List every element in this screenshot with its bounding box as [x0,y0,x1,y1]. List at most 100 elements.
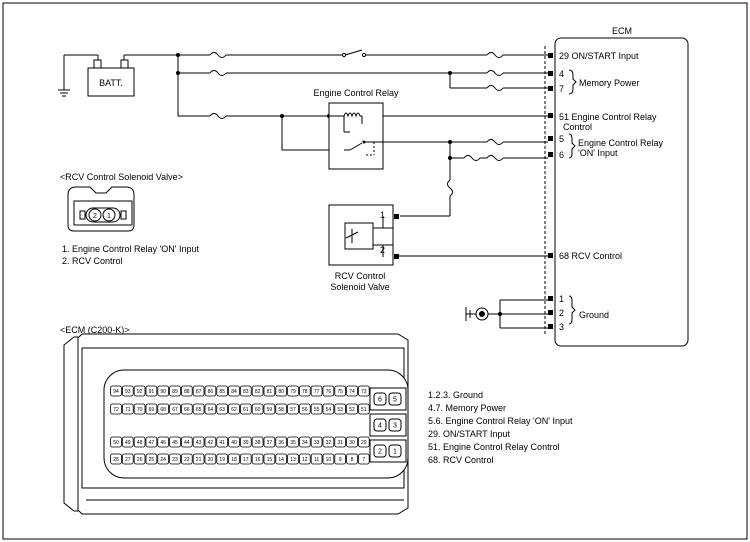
svg-text:51: 51 [361,407,367,413]
ecm-pin-33: 33 [310,436,323,448]
svg-text:55: 55 [314,407,320,413]
ecm-pin-1: 1 [559,294,564,304]
ecm-pin-39: 39 [239,436,252,448]
svg-text:33: 33 [314,440,320,446]
svg-text:76: 76 [326,389,332,395]
ecm-pin-87: 87 [192,385,205,397]
ecm-pin-25: 25 [145,453,158,465]
ecm-pin-83: 83 [239,385,252,397]
svg-text:64: 64 [208,407,214,413]
ecm-pin-65: 65 [192,403,205,415]
ecm-pin-16: 16 [251,453,264,465]
ecm-pin-38: 38 [251,436,264,448]
ecm-pin-69: 69 [145,403,158,415]
ecm-legend-3: 5.6. Engine Control Relay 'ON' Input [428,416,573,426]
ecm-side-pin-1: 1 [388,444,402,458]
ecm-pin-58: 58 [275,403,287,415]
ecm-pin-74: 74 [346,385,358,397]
svg-text:37: 37 [267,440,273,446]
ecm-pin-29: 29 [357,436,370,448]
ecm-pin-85: 85 [216,385,229,397]
svg-text:1: 1 [393,449,397,456]
relay-on-brace [568,133,576,159]
svg-text:89: 89 [172,389,178,395]
ecm-pin-77: 77 [310,385,323,397]
svg-text:87: 87 [196,389,202,395]
svg-text:18: 18 [231,457,237,463]
svg-text:2: 2 [378,449,382,456]
ecm-pin-78: 78 [298,385,311,397]
ecm-pin-41: 41 [216,436,229,448]
ecm-pin-67: 67 [169,403,181,415]
svg-text:56: 56 [302,407,308,413]
svg-text:63: 63 [219,407,225,413]
ecm-pin-13: 13 [287,453,299,465]
svg-text:32: 32 [326,440,332,446]
rcv-label-1: RCV Control [335,271,386,281]
ground-symbol [465,299,548,329]
ecm-pin-60: 60 [251,403,264,415]
battery-pos-terminal [120,59,129,69]
svg-text:26: 26 [137,457,143,463]
ecm-pin-10: 10 [322,453,335,465]
svg-text:59: 59 [267,407,273,413]
ecm-pin-49: 49 [122,436,134,448]
ecm-pin-92: 92 [133,385,146,397]
rcv-pin-1: 1 [380,210,385,220]
svg-text:93: 93 [125,389,131,395]
ecm-pin-14: 14 [275,453,287,465]
ecm-pin-35: 35 [287,436,299,448]
svg-text:86: 86 [208,389,214,395]
ecm-side-pin-3: 3 [388,418,402,432]
rcv-legend-2: 2. RCV Control [62,256,123,266]
ecm-box [554,37,689,347]
svg-text:61: 61 [243,407,249,413]
ecm-connector-body [63,333,409,515]
ecm-label-relay-on-2: 'ON' Input [578,148,618,158]
svg-text:67: 67 [172,407,178,413]
svg-text:31: 31 [337,440,343,446]
svg-text:80: 80 [278,389,284,395]
svg-text:9: 9 [339,457,342,463]
svg-text:29: 29 [361,440,367,446]
ecm-pin-26: 26 [133,453,146,465]
ecm-pin-22: 22 [180,453,193,465]
ecm-pin-28: 28 [110,453,122,465]
wire-relay-on [366,139,548,217]
ecm-pin-55: 55 [310,403,323,415]
ecm-label-on-start: 29 ON/START Input [559,51,639,61]
svg-text:60: 60 [255,407,261,413]
ecm-label-memory-power: Memory Power [579,78,640,88]
wire-memory-power [178,70,548,91]
wire-on-start [178,49,548,58]
svg-text:19: 19 [219,457,225,463]
ecm-pin-75: 75 [334,385,346,397]
svg-text:43: 43 [196,440,202,446]
ecm-pin-9: 9 [334,453,346,465]
svg-text:47: 47 [149,440,155,446]
rcv-label-2: Solenoid Valve [330,282,389,292]
relay-box [328,102,384,170]
svg-text:91: 91 [149,389,155,395]
ecm-pin-44: 44 [180,436,193,448]
svg-text:23: 23 [172,457,178,463]
svg-text:54: 54 [326,407,332,413]
svg-text:45: 45 [172,440,178,446]
rcv-connector-face [67,186,135,232]
svg-text:22: 22 [184,457,190,463]
ecm-legend-6: 68. RCV Control [428,455,494,465]
ecm-pin-5: 5 [559,134,564,144]
svg-text:62: 62 [231,407,237,413]
ecm-pin-21: 21 [192,453,205,465]
ecm-pin-42: 42 [204,436,217,448]
ecm-pin-79: 79 [287,385,299,397]
svg-text:24: 24 [160,457,166,463]
svg-text:92: 92 [137,389,143,395]
svg-text:40: 40 [231,440,237,446]
ecm-label-rcv-control: 68 RCV Control [559,251,622,261]
ecm-pin-72: 72 [110,403,122,415]
svg-text:94: 94 [113,389,119,395]
svg-text:39: 39 [243,440,249,446]
